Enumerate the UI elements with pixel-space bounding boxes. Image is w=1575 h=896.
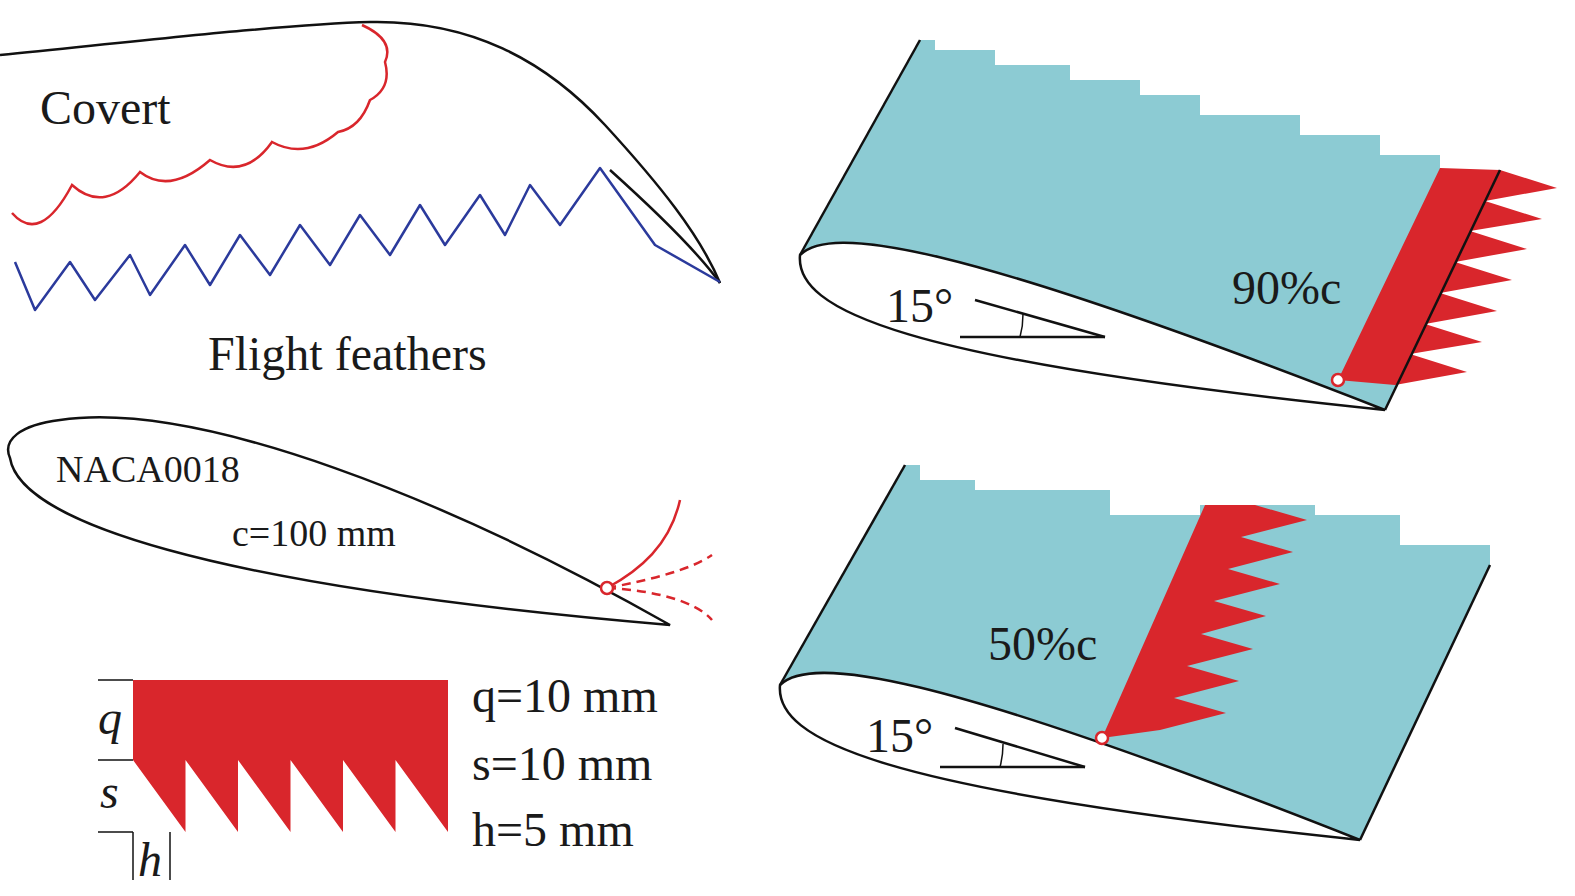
dimension: q=10 mm <box>472 668 658 723</box>
dimension: c=100 mm <box>232 512 396 556</box>
position-label: 90%c <box>1232 260 1341 315</box>
serration-flap <box>133 680 448 832</box>
covert-line <box>12 25 387 224</box>
leading-edge <box>800 40 920 255</box>
part-name: Covert <box>40 80 171 135</box>
naca-airfoil <box>8 417 670 625</box>
trailing-edge <box>1360 565 1490 840</box>
hinge <box>1332 374 1344 386</box>
dimension-symbol: s <box>100 764 119 819</box>
leading-edge <box>780 465 905 685</box>
position-label: 50%c <box>988 616 1097 671</box>
dimension-symbol: h <box>138 832 162 887</box>
wing-surface <box>780 465 1490 840</box>
angle-label: 15° <box>866 708 933 763</box>
flight-feather-line <box>15 168 720 310</box>
angle-mark <box>960 300 1105 337</box>
dimension: s=10 mm <box>472 736 652 791</box>
wing-outline <box>0 22 720 283</box>
serration-flap <box>1338 168 1557 385</box>
hinge <box>601 582 613 594</box>
flap-dashed <box>607 555 712 588</box>
profile-name: NACA0018 <box>56 448 240 492</box>
wing-section <box>800 243 1385 410</box>
wing-section <box>780 673 1360 840</box>
angle-label: 15° <box>886 278 953 333</box>
hinge <box>1096 732 1108 744</box>
dimension-symbol: q <box>98 690 122 745</box>
flap-dashed <box>607 588 712 620</box>
dimension: h=5 mm <box>472 802 634 857</box>
angle-mark <box>940 728 1085 767</box>
wing-inner-edge <box>610 170 720 283</box>
serration-flap <box>1102 505 1307 738</box>
part-name: Flight feathers <box>208 326 487 381</box>
trailing-edge <box>1385 170 1500 410</box>
